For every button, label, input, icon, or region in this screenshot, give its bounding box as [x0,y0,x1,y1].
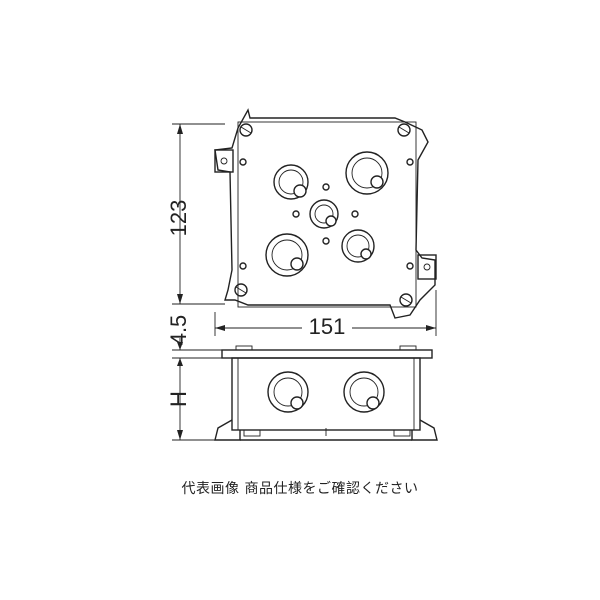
dimension-151-label: 151 [309,314,346,339]
top-view [214,108,437,319]
knockout-top-right [345,151,389,195]
side-knockout-left [267,371,309,413]
screw-top-left [239,123,253,137]
dimension-4-5-label: 4.5 [166,315,191,346]
screw-top-right [397,123,411,137]
side-view [214,345,438,441]
dimension-h: H [166,358,215,441]
side-knockout-right [343,371,385,413]
knockout-bottom-right [341,229,375,263]
dimension-h-label: H [166,391,191,407]
knockout-top-left [273,164,309,200]
dimension-123-label: 123 [166,200,191,237]
dimension-4-5: 4.5 [166,315,232,368]
dimension-151: 151 [214,290,437,339]
screw-bottom-right [399,293,413,307]
knockout-bottom-left [265,233,309,277]
screw-bottom-left [234,283,248,297]
caption: 代表画像 商品仕様をご確認ください [181,481,419,497]
knockout-center [309,199,339,229]
dimension-123: 123 [166,123,225,305]
